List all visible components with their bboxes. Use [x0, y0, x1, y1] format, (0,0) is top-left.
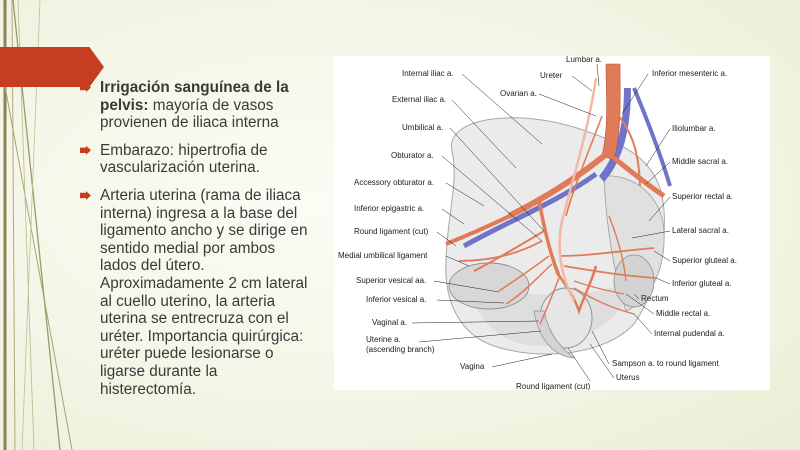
label-sampson-artery: Sampson a. to round ligament: [612, 359, 720, 368]
label-superior-vesical: Superior vesical aa.: [356, 276, 426, 285]
label-middle-rectal: Middle rectal a.: [656, 309, 710, 318]
label-middle-sacral: Middle sacral a.: [672, 157, 728, 166]
label-leader-lines: [411, 63, 671, 382]
title-arrow-banner: [0, 47, 104, 87]
obturator-artery: [458, 240, 543, 262]
label-round-ligament-left: Round ligament (cut): [354, 227, 429, 236]
bullet-1-text: mayoría de vasos provienen de iliaca int…: [100, 96, 279, 132]
label-inferior-gluteal: Inferior gluteal a.: [672, 279, 732, 288]
label-umbilical: Umbilical a.: [402, 123, 443, 132]
vaginal-artery: [539, 277, 560, 325]
text-block: Irrigación sanguínea de la pelvis: mayor…: [80, 79, 315, 408]
label-round-ligament-right: Round ligament (cut): [516, 382, 591, 390]
bullet-1: Irrigación sanguínea de la pelvis: mayor…: [80, 79, 315, 132]
label-uterine: Uterine a.: [366, 335, 401, 344]
label-vagina: Vagina: [460, 362, 485, 371]
label-lumbar: Lumbar a.: [566, 56, 602, 64]
label-superior-rectal: Superior rectal a.: [672, 192, 733, 201]
bullet-3: Arteria uterina (rama de iliaca interna)…: [80, 187, 315, 398]
label-uterus: Uterus: [616, 373, 640, 382]
external-iliac-vein: [462, 171, 598, 249]
label-internal-iliac: Internal iliac a.: [402, 69, 454, 78]
label-uterine-ascending-branch: (ascending branch): [366, 345, 435, 354]
label-inferior-vesical: Inferior vesical a.: [366, 295, 426, 304]
arrow-bullet-icon: [80, 83, 91, 92]
label-obturator: Obturator a.: [391, 151, 434, 160]
common-iliac-artery-right: [612, 156, 666, 199]
label-inferior-mesenteric: Inferior mesenteric a.: [652, 69, 727, 78]
ovarian-vein: [632, 87, 672, 187]
label-ureter: Ureter: [540, 71, 563, 80]
label-external-iliac: External iliac a.: [392, 95, 446, 104]
ovarian-artery: [565, 115, 603, 217]
common-iliac-artery-left: [507, 153, 606, 219]
pelvic-anatomy-illustration: Internal iliac a. External iliac a. Umbi…: [338, 56, 737, 390]
label-medial-umbilical-ligament: Medial umbilical ligament: [338, 251, 428, 260]
label-internal-pudendal: Internal pudendal a.: [654, 329, 725, 338]
middle-rectal-artery: [573, 280, 625, 295]
label-inferior-epigastric: Inferior epigastric a.: [354, 204, 424, 213]
label-vaginal: Vaginal a.: [372, 318, 407, 327]
arrow-bullet-icon: [80, 145, 91, 155]
bullet-1-bold: Irrigación sanguínea de la pelvis:: [100, 79, 289, 114]
internal-iliac-artery: [537, 200, 561, 277]
uterine-artery: [554, 265, 598, 315]
label-ovarian: Ovarian a.: [500, 89, 537, 98]
label-rectum: Rectum: [641, 294, 669, 303]
common-iliac-vein: [599, 88, 631, 182]
ureter: [558, 77, 598, 302]
umbilical-artery: [473, 230, 545, 272]
label-iliolumbar: Iliolumbar a.: [672, 124, 716, 133]
pelvic-arteries-figure: Internal iliac a. External iliac a. Umbi…: [334, 56, 770, 390]
bullet-3-text: Arteria uterina (rama de iliaca interna)…: [100, 186, 308, 398]
internal-pudendal-artery: [573, 287, 635, 315]
vesical-arteries: [498, 255, 553, 305]
lateral-sacral-artery: [608, 215, 627, 282]
arrow-bullet-icon: [80, 190, 91, 200]
label-superior-gluteal: Superior gluteal a.: [672, 256, 737, 265]
inferior-mesenteric-artery: [618, 115, 641, 187]
bullet-2-text: Embarazo: hipertrofia de vascularización…: [100, 141, 268, 177]
external-iliac-artery: [445, 212, 515, 246]
gluteal-arteries: [558, 247, 657, 279]
bullet-2: Embarazo: hipertrofia de vascularización…: [80, 142, 315, 177]
label-lateral-sacral: Lateral sacral a.: [672, 226, 729, 235]
vagina: [533, 310, 576, 359]
label-accessory-obturator: Accessory obturator a.: [354, 178, 434, 187]
